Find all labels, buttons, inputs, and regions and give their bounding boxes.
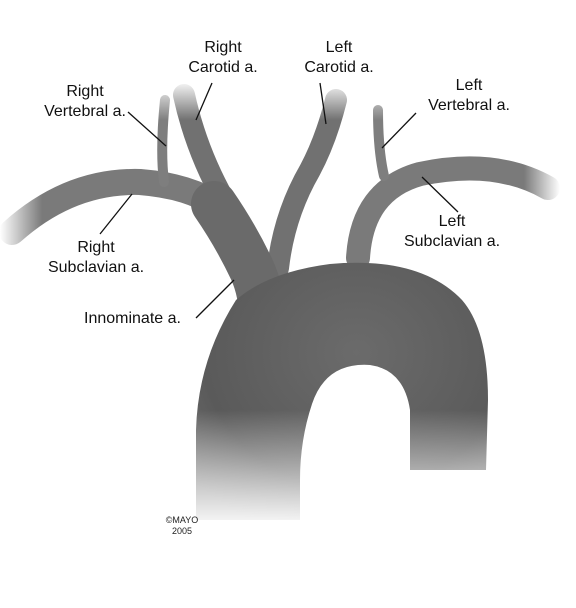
label-line: Left xyxy=(325,39,353,56)
leader-right-vertebral xyxy=(127,111,167,147)
leader-innominate xyxy=(195,279,235,319)
label-line: Right xyxy=(66,83,104,100)
leader-left-vertebral xyxy=(381,112,417,149)
leader-left-subclavian xyxy=(421,176,459,213)
label-innominate: Innominate a. xyxy=(84,309,181,329)
label-line: Subclavian a. xyxy=(47,259,145,276)
leader-left-carotid xyxy=(319,82,327,125)
label-left-carotid: Left Carotid a. xyxy=(284,38,394,78)
fade-right-edge xyxy=(470,140,560,230)
leader-right-carotid xyxy=(195,82,213,121)
label-line: Carotid a. xyxy=(304,59,374,76)
fade-bottom-edge xyxy=(180,410,510,530)
copyright-line: ©MAYO xyxy=(165,515,199,525)
label-line: Subclavian a. xyxy=(403,233,501,250)
artery-group xyxy=(0,84,560,343)
label-right-vertebral: Right Vertebral a. xyxy=(30,82,140,122)
label-line: Right xyxy=(77,239,115,256)
label-line: Left xyxy=(438,213,466,230)
left-carotid-artery xyxy=(267,89,347,279)
label-right-carotid: Right Carotid a. xyxy=(178,38,268,78)
copyright-line: 2005 xyxy=(171,526,193,536)
label-line: Innominate a. xyxy=(84,310,181,327)
fade-left-edge xyxy=(0,150,120,260)
label-line: Right xyxy=(204,39,242,56)
label-line: Vertebral a. xyxy=(428,97,510,114)
label-line: Carotid a. xyxy=(188,59,258,76)
fade-top-edge xyxy=(150,80,400,120)
copyright-mark: ©MAYO 2005 xyxy=(152,515,212,537)
label-line: Left xyxy=(455,77,483,94)
label-left-vertebral: Left Vertebral a. xyxy=(414,76,524,116)
leader-lines xyxy=(99,82,459,319)
label-line: Vertebral a. xyxy=(44,103,126,120)
label-right-subclavian: Right Subclavian a. xyxy=(36,238,156,278)
label-left-subclavian: Left Subclavian a. xyxy=(392,212,512,252)
leader-right-subclavian xyxy=(99,193,133,235)
